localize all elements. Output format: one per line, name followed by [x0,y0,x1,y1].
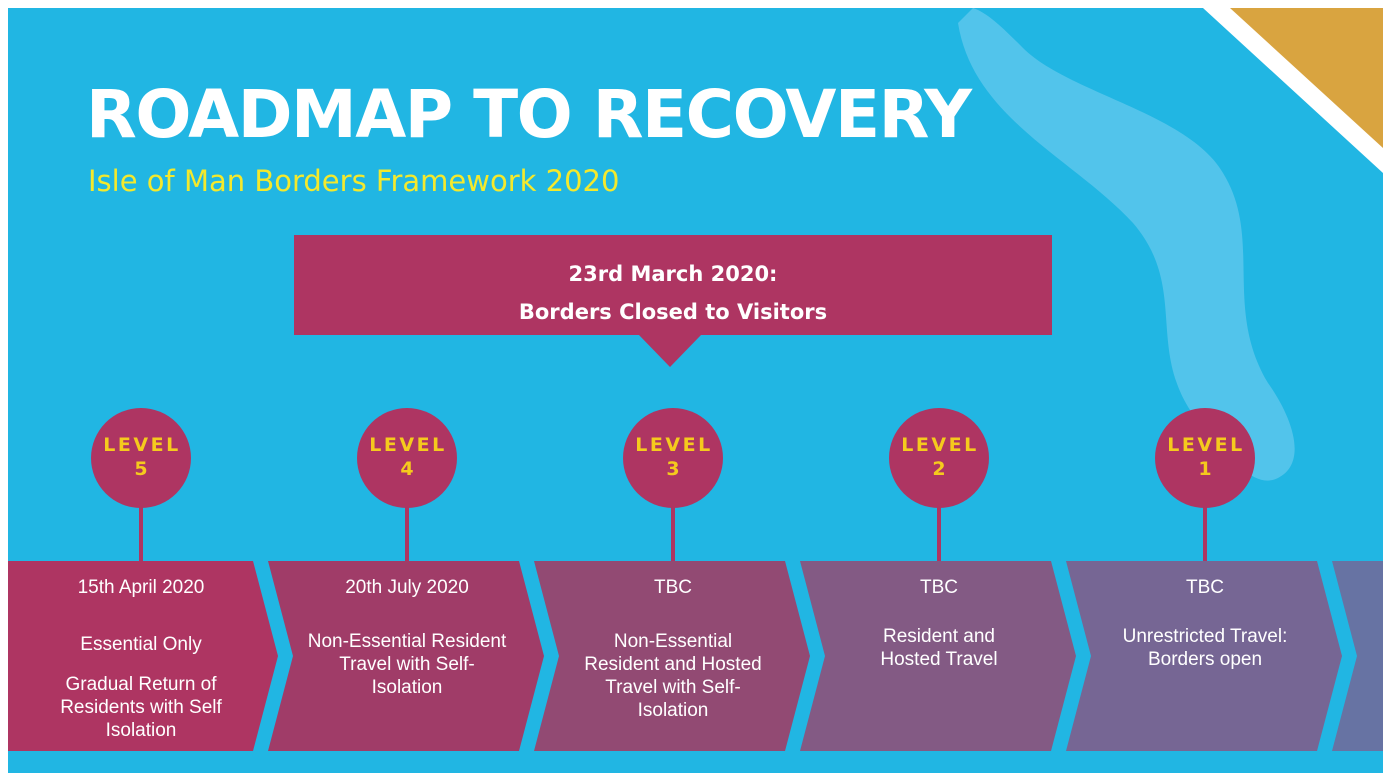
stage-description: Essential Only [80,634,202,655]
level-3-badge: LEVEL 3 [623,408,723,508]
chevron-level-5 [8,561,278,751]
level-3-stem [671,488,675,564]
stage-level-5: 15th April 2020 Essential Only Gradual R… [28,561,254,751]
stage-level-1: TBC Unrestricted Travel: Borders open [1100,561,1310,751]
corner-gold-triangle [1230,8,1383,148]
stage-date: 15th April 2020 [77,577,205,598]
callout-text: Borders Closed to Visitors [518,300,828,324]
level-number: 2 [932,458,946,480]
chevron-level-3 [534,561,810,751]
stage-level-2: TBC Resident and Hosted Travel [854,561,1024,751]
level-label: LEVEL [635,434,713,456]
stage-date: TBC [654,577,692,598]
stage-description: Non-Essential Resident Travel with Self-… [307,631,507,698]
stage-description: Unrestricted Travel: Borders open [1122,626,1288,670]
level-number: 4 [400,458,414,480]
level-4-stem [405,488,409,564]
page-subtitle: Isle of Man Borders Framework 2020 [88,164,620,198]
level-number: 1 [1198,458,1212,480]
level-label: LEVEL [901,434,979,456]
page-title: ROADMAP TO RECOVERY [86,76,972,153]
level-1-badge: LEVEL 1 [1155,408,1255,508]
stage-description: Resident and Hosted Travel [880,626,998,670]
chevron-level-2 [800,561,1076,751]
timeline-chevrons [8,561,1383,751]
stage-date: TBC [920,577,958,598]
chevron-end [1332,561,1383,751]
level-4-badge: LEVEL 4 [357,408,457,508]
stage-date: 20th July 2020 [345,577,469,598]
callout-pointer [638,334,702,367]
swirl-shape [958,8,1295,481]
level-2-stem [937,488,941,564]
level-label: LEVEL [1167,434,1245,456]
level-label: LEVEL [369,434,447,456]
decorative-swirl [958,8,1383,481]
stage-date: TBC [1186,577,1224,598]
stage-level-4: 20th July 2020 Non-Essential Resident Tr… [304,561,510,751]
chevron-level-4 [268,561,544,751]
stage-description-detail: Gradual Return of Residents with Self Is… [60,674,222,741]
stage-level-3: TBC Non-Essential Resident and Hosted Tr… [578,561,768,751]
level-2-badge: LEVEL 2 [889,408,989,508]
chevron-level-1 [1066,561,1342,751]
level-number: 5 [134,458,148,480]
level-1-stem [1203,488,1207,564]
closure-callout: 23rd March 2020: Borders Closed to Visit… [294,235,1052,335]
stage-description: Non-Essential Resident and Hosted Travel… [584,631,762,721]
level-number: 3 [666,458,680,480]
roadmap-infographic: ROADMAP TO RECOVERY Isle of Man Borders … [8,8,1383,773]
level-5-badge: LEVEL 5 [91,408,191,508]
level-label: LEVEL [103,434,181,456]
callout-date: 23rd March 2020: [568,262,778,286]
level-5-stem [139,488,143,564]
